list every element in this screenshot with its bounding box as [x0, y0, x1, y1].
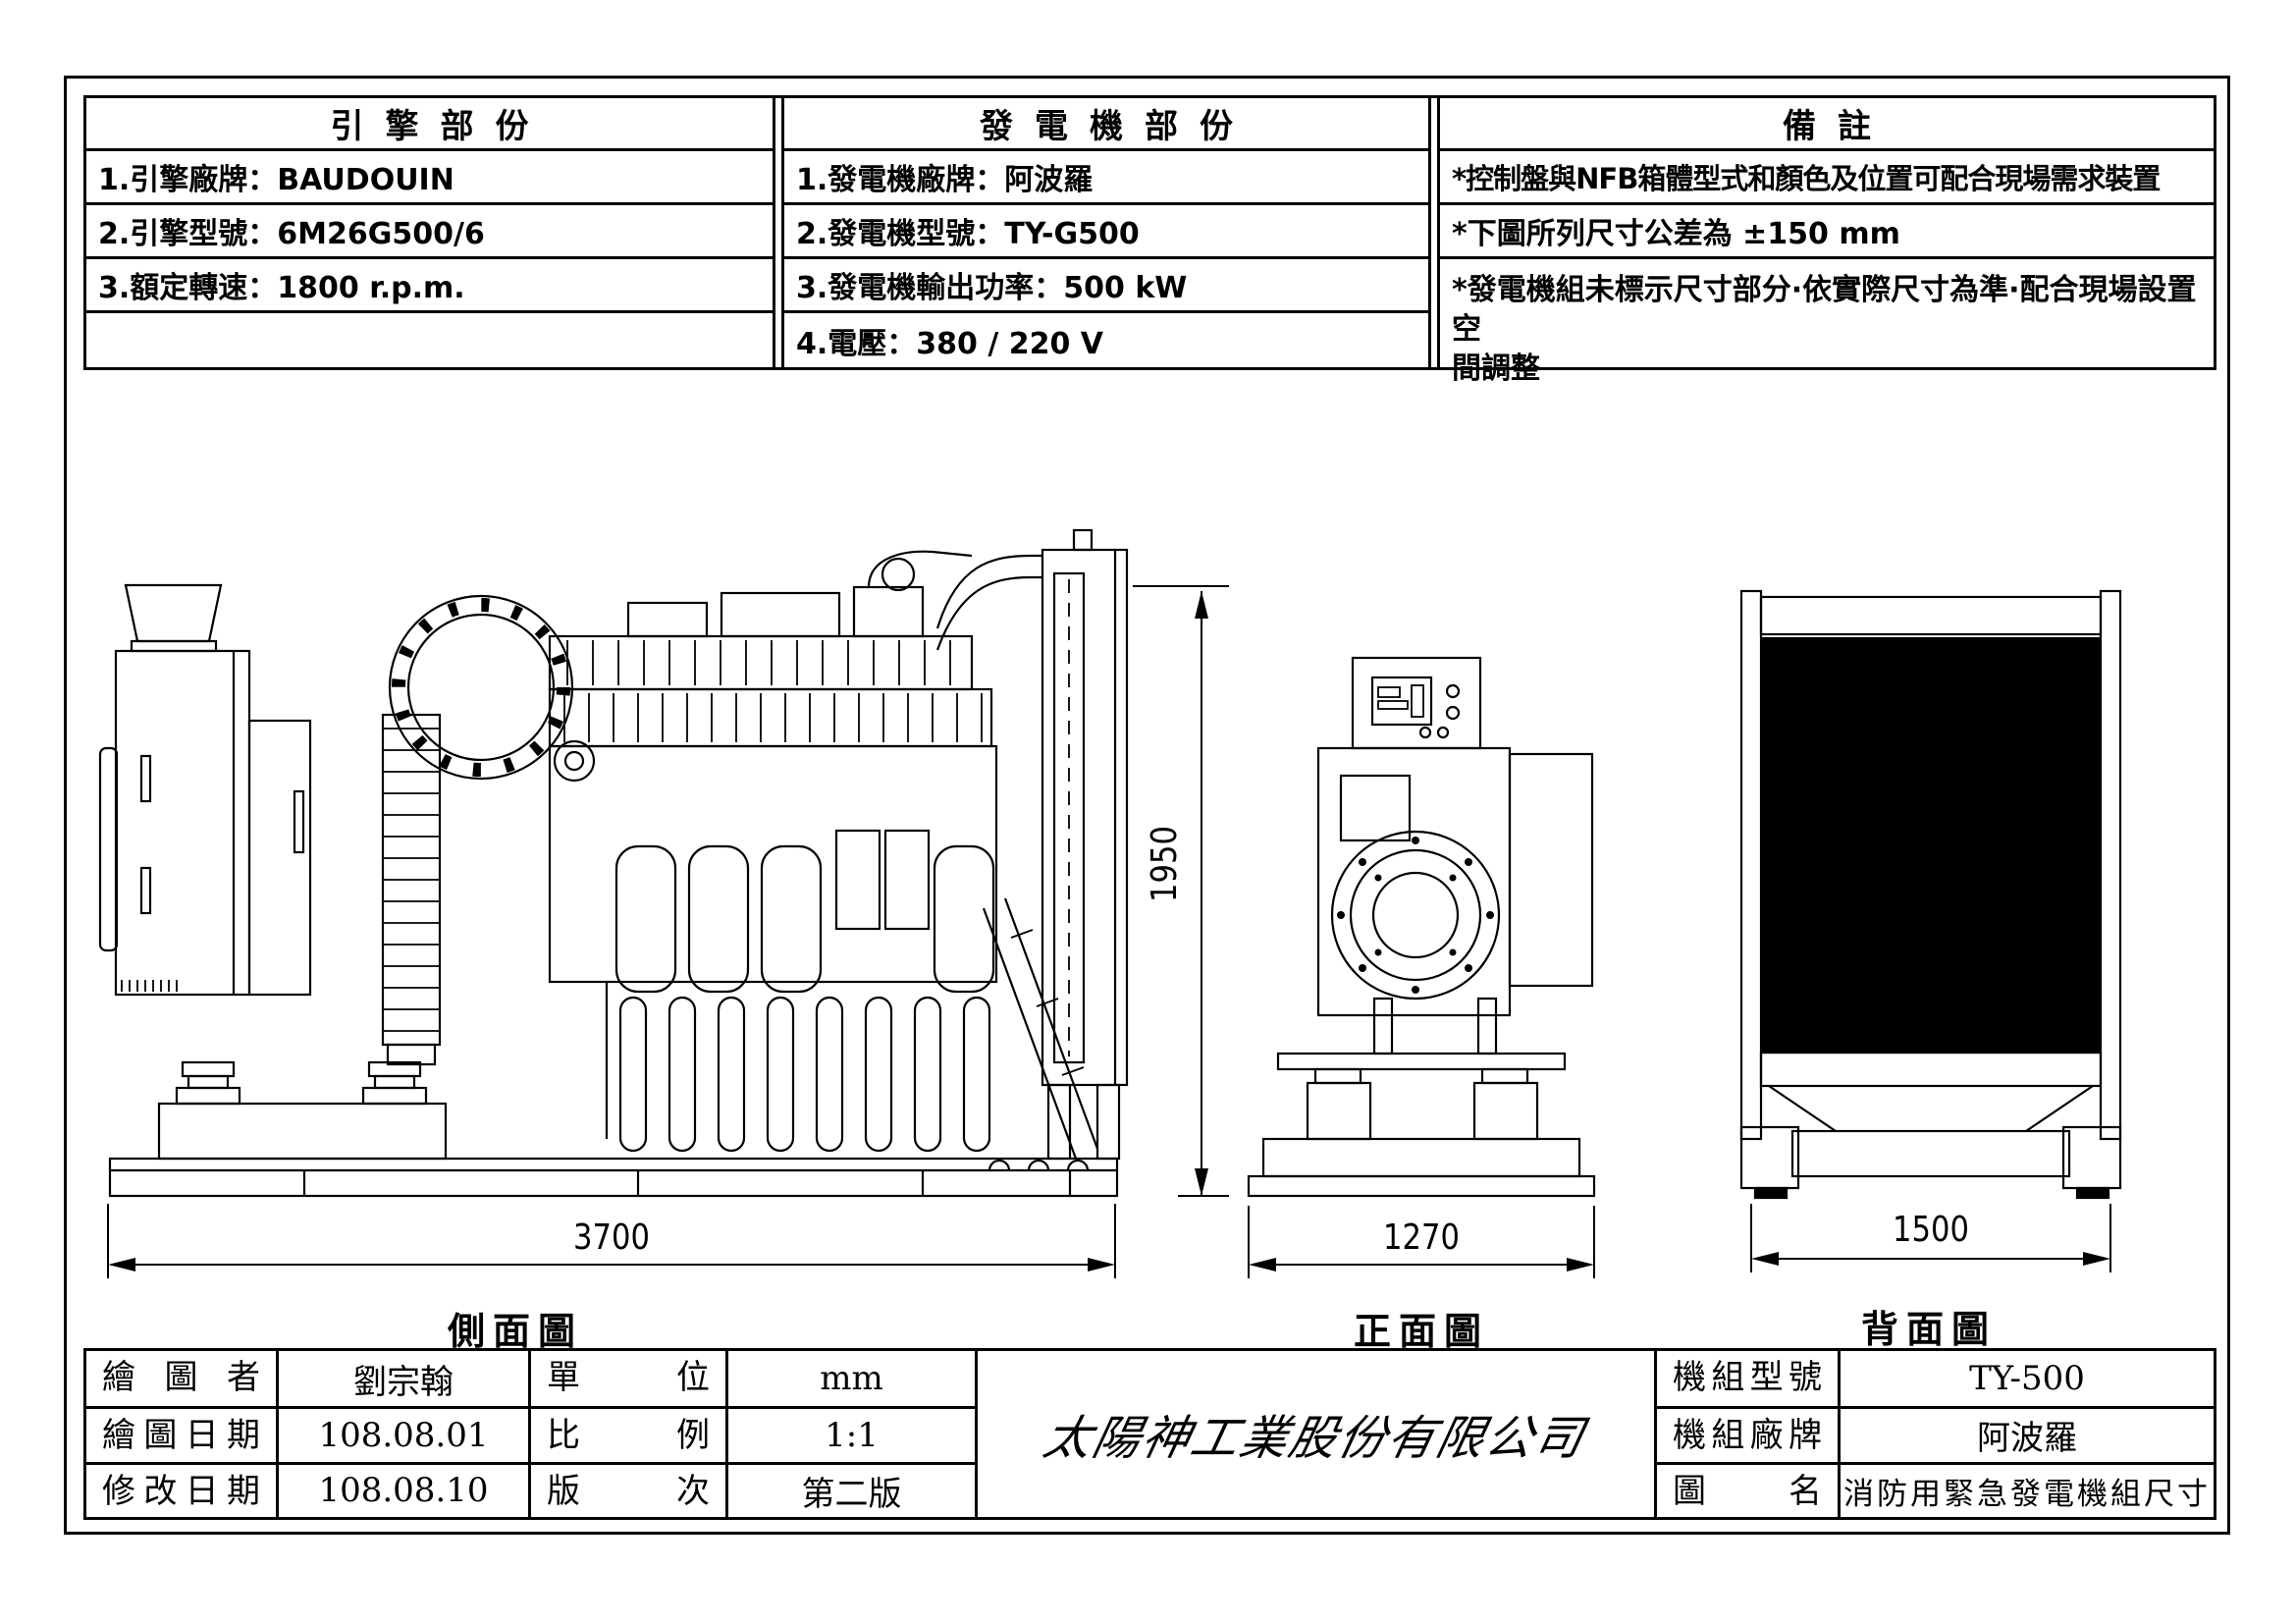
unit-label: 單位: [528, 1351, 725, 1407]
unit-model-value: TY-500: [1838, 1351, 2214, 1407]
company-name: 太陽神工業股份有限公司: [975, 1351, 1654, 1517]
front-view-label: 正面圖: [1353, 1309, 1489, 1353]
front-view-width-dimension: 1270: [1383, 1217, 1460, 1258]
unit-brand-label: 機組廠牌: [1654, 1406, 1838, 1462]
back-view-width-dimension: 1500: [1893, 1210, 1969, 1250]
side-view-width-dimension: 3700: [573, 1217, 650, 1258]
engine-model-row: 2.引擎型號：6M26G500/6: [86, 205, 773, 259]
scale-label: 比例: [528, 1406, 725, 1462]
generator-spec-column: 發電機部份 1.發電機廠牌：阿波羅 2.發電機型號：TY-G500 3.發電機輸…: [781, 98, 1431, 367]
draw-date-value: 108.08.01: [276, 1406, 528, 1462]
version-value: 第二版: [725, 1461, 975, 1517]
back-view-label: 背面圖: [1860, 1307, 1997, 1351]
version-label: 版次: [528, 1461, 725, 1517]
side-view-label: 側面圖: [447, 1309, 583, 1353]
drawer-label: 繪圖者: [102, 1358, 260, 1397]
engine-speed-row: 3.額定轉速：1800 r.p.m.: [86, 259, 773, 313]
revise-date-label: 修改日期: [86, 1461, 276, 1517]
remarks-section-header: 備註: [1440, 98, 2214, 151]
spec-table: 引擎部份 1.引擎廠牌：BAUDOUIN 2.引擎型號：6M26G500/6 3…: [83, 95, 2216, 386]
engine-section-header: 引擎部份: [86, 98, 773, 151]
front-view-drawing: [1247, 656, 1596, 1198]
engine-brand-row: 1.引擎廠牌：BAUDOUIN: [86, 151, 773, 205]
unit-model-label: 機組型號: [1654, 1351, 1838, 1407]
drawing-name-value: 消防用緊急發電機組尺寸: [1838, 1461, 2214, 1517]
generator-model-row: 2.發電機型號：TY-G500: [784, 205, 1428, 259]
page-border: [64, 76, 2230, 1535]
remark-row-1: *控制盤與NFB箱體型式和顏色及位置可配合現場需求裝置: [1440, 151, 2214, 205]
scale-value: 1:1: [725, 1406, 975, 1462]
unit-value: mm: [725, 1351, 975, 1407]
drawing-name-label: 圖名: [1654, 1461, 1838, 1517]
revise-date-value: 108.08.10: [276, 1461, 528, 1517]
remark-row-2: *下圖所列尺寸公差為 ±150 mm: [1440, 205, 2214, 259]
draw-date-label: 繪圖日期: [86, 1406, 276, 1461]
generator-voltage-row: 4.電壓：380 / 220 V: [796, 326, 1104, 361]
engine-spec-column: 引擎部份 1.引擎廠牌：BAUDOUIN 2.引擎型號：6M26G500/6 3…: [86, 98, 775, 367]
generator-output-row: 3.發電機輸出功率：500 kW: [784, 259, 1428, 313]
back-view-drawing: [1739, 589, 2122, 1200]
remarks-column: 備註 *控制盤與NFB箱體型式和顏色及位置可配合現場需求裝置 *下圖所列尺寸公差…: [1437, 98, 2214, 386]
title-block: 繪圖者 劉宗翰 單位 mm 太陽神工業股份有限公司 機組型號 TY-500 繪圖…: [83, 1348, 2216, 1520]
side-view-drawing: [98, 528, 1129, 1198]
generator-section-header: 發電機部份: [784, 98, 1428, 151]
dimension-lines: [107, 585, 2111, 1278]
generator-brand-row: 1.發電機廠牌：阿波羅: [784, 151, 1428, 205]
side-view-height-dimension: 1950: [1145, 826, 1185, 902]
drawer-value: 劉宗翰: [276, 1351, 528, 1407]
unit-brand-value: 阿波羅: [1838, 1406, 2214, 1462]
